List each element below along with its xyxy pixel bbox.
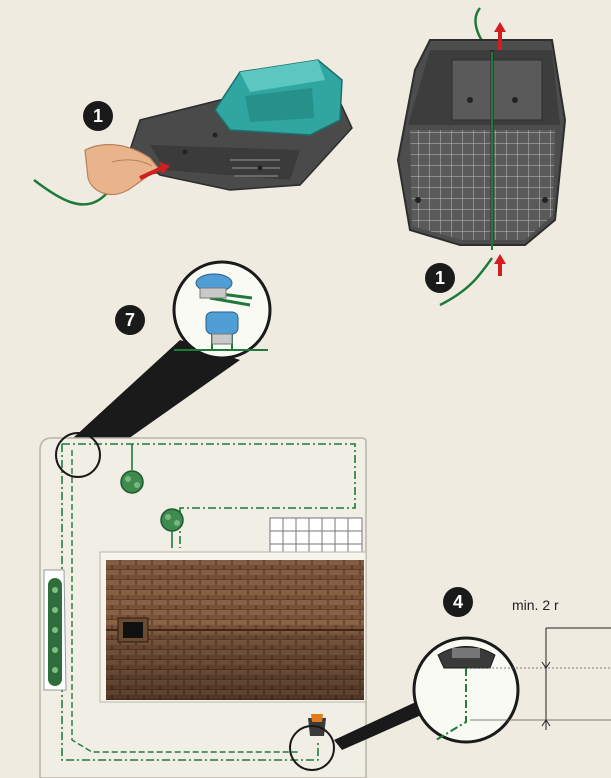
svg-text:1: 1 xyxy=(93,106,103,126)
distance-label: min. 2 r xyxy=(512,597,559,613)
wire-connector-detail xyxy=(60,262,270,460)
house-roof-icon xyxy=(100,552,366,702)
tree-icon xyxy=(121,471,143,493)
svg-text:7: 7 xyxy=(125,310,135,330)
distance-detail xyxy=(334,628,611,750)
step-badge-1-top-left: 1 xyxy=(83,101,113,131)
mower-top-view xyxy=(34,60,352,204)
svg-text:4: 4 xyxy=(453,592,463,612)
step-badge-1-top-right: 1 xyxy=(425,263,455,293)
mower-underside-icon xyxy=(398,8,565,305)
garden-plan xyxy=(40,433,366,778)
step-badge-4: 4 xyxy=(443,587,473,617)
step-badge-7: 7 xyxy=(115,305,145,335)
wire-connector-icon xyxy=(206,312,238,334)
svg-text:1: 1 xyxy=(435,268,445,288)
tree-icon xyxy=(161,509,183,531)
hedge-icon xyxy=(44,570,66,690)
